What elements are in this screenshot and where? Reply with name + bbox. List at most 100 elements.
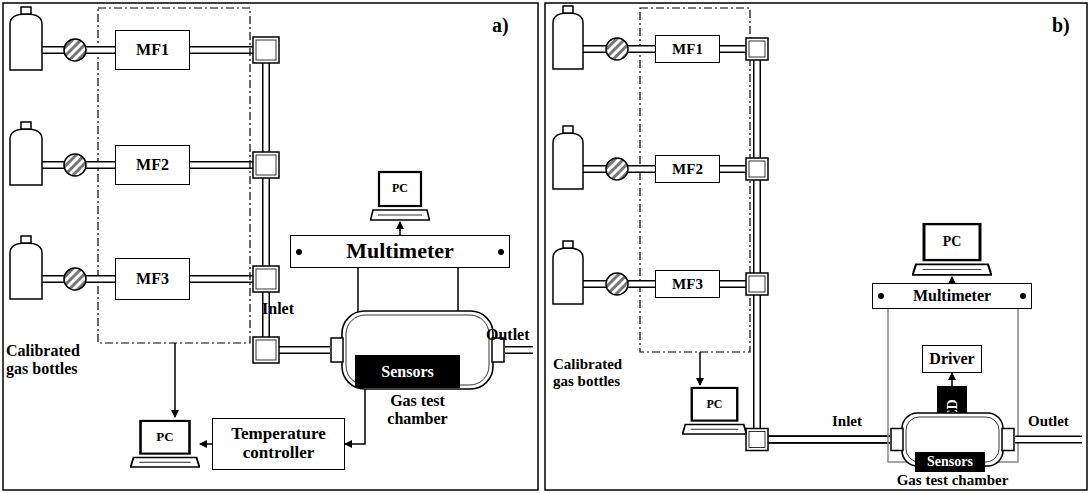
panel-letter: b): [1052, 14, 1070, 36]
sensor-box: Sensors: [355, 355, 460, 388]
annotation-label: Inlet: [262, 300, 294, 318]
pipe-fitting: [749, 432, 765, 448]
terminal-dot: [1020, 293, 1026, 299]
chamber-body: [342, 311, 493, 389]
annotation-label: Calibrated gas bottles: [6, 342, 98, 377]
pipe-bore: [720, 284, 890, 440]
pipe-fitting: [746, 158, 768, 180]
bottle-neck: [563, 6, 573, 13]
terminal-dot: [296, 249, 302, 255]
laptop-outline: [682, 386, 747, 436]
box-label: MF2: [672, 161, 703, 178]
gas-pipe: [720, 49, 890, 440]
laptop-computer: PC: [130, 419, 200, 469]
box-label: Multimeter: [913, 287, 991, 305]
bottle-neck: [21, 122, 31, 129]
laptop-keys: [691, 429, 739, 430]
pipe: [1015, 437, 1082, 442]
gas-bottle: [10, 129, 42, 185]
laptop-screen: [379, 172, 421, 206]
panel-frame: [545, 3, 1087, 490]
box-label: Temperature controller: [217, 425, 340, 462]
pipe-bore: [720, 49, 890, 440]
box-label: Driver: [929, 350, 974, 368]
pipe-fitting: [253, 337, 279, 363]
gas-bottle: [553, 248, 583, 304]
gas-bottle: [553, 133, 583, 189]
panel-letter: a): [492, 14, 509, 36]
computer-label: PC: [707, 398, 723, 411]
chamber-caption: Gas test chamber: [890, 472, 1015, 489]
pipe-wall: [190, 50, 330, 350]
pipe-fitting: [746, 273, 768, 295]
laptop-outline: [912, 222, 992, 277]
laptop-keys: [378, 215, 422, 216]
wire-line: [399, 222, 401, 235]
gas-pipe: [720, 284, 890, 440]
laptop-base: [131, 457, 200, 467]
signal-wire: [952, 373, 953, 386]
pipe: [505, 346, 533, 354]
computer-label: PC: [156, 430, 173, 444]
bottle-neck: [563, 241, 573, 248]
screen-area: PC: [379, 172, 421, 206]
box-label: Sensors: [381, 363, 433, 381]
process-box: Temperature controller: [212, 418, 345, 470]
screen-area: PC: [141, 421, 190, 454]
pipe-fitting: [746, 38, 768, 60]
laptop-outline: [370, 170, 430, 222]
chamber-caption: Gas test chamber: [375, 392, 460, 427]
valve-symbol: [606, 38, 628, 60]
valve-symbol: [64, 268, 86, 290]
process-box: MF1: [115, 30, 190, 70]
bottle-neck: [21, 236, 31, 243]
data-arrow: [699, 352, 701, 385]
process-box: Multimeter: [872, 283, 1032, 309]
chamber-flange: [891, 429, 903, 451]
laptop-keys: [139, 462, 190, 463]
process-box: MF2: [655, 155, 720, 183]
gas-pipe: [190, 50, 330, 350]
pipe-fitting: [746, 429, 768, 451]
valve-symbol: [64, 39, 86, 61]
terminal-dot: [878, 293, 884, 299]
process-box: Driver: [922, 345, 982, 373]
gas-bottle: [10, 243, 42, 299]
laptop-computer: PC: [682, 386, 747, 436]
chamber-flange: [1002, 429, 1014, 451]
terminal-dot: [498, 249, 504, 255]
laptop-base: [913, 264, 992, 275]
signal-wire: [200, 444, 212, 445]
pipe-fitting: [749, 41, 765, 57]
data-arrow: [174, 343, 176, 417]
gas-pipe: [720, 169, 890, 440]
box-label: Multimeter: [346, 239, 454, 263]
annotation-label: Outlet: [1028, 413, 1069, 430]
bottle-neck: [21, 7, 31, 14]
pipe: [1015, 436, 1082, 444]
pipe-fitting: [253, 152, 279, 178]
bottle-neck: [563, 126, 573, 133]
laptop-computer: PC: [370, 170, 430, 222]
computer-label: PC: [392, 182, 408, 195]
computer-label: PC: [943, 234, 962, 249]
valve-symbol: [606, 158, 628, 180]
gas-bottle: [10, 14, 42, 70]
box-label: MF2: [136, 156, 169, 174]
pipe-wall: [720, 284, 890, 440]
pipe-fitting: [256, 40, 276, 60]
process-box: MF2: [115, 145, 190, 185]
wire-line: [200, 443, 212, 445]
laptop-keys: [923, 269, 982, 270]
pipe-fitting: [256, 269, 276, 289]
pipe-fitting: [749, 161, 765, 177]
laptop-screen: [924, 224, 980, 260]
annotation-label: Calibrated gas bottles: [553, 356, 643, 389]
box-label: MF1: [136, 41, 169, 59]
laptop-screen: [692, 388, 738, 421]
gas-test-chamber: Gas test chamber Sensors: [330, 310, 505, 430]
annotation-label: Outlet: [486, 326, 530, 344]
laptop-screen: [141, 421, 190, 454]
screen-area: PC: [692, 388, 738, 421]
